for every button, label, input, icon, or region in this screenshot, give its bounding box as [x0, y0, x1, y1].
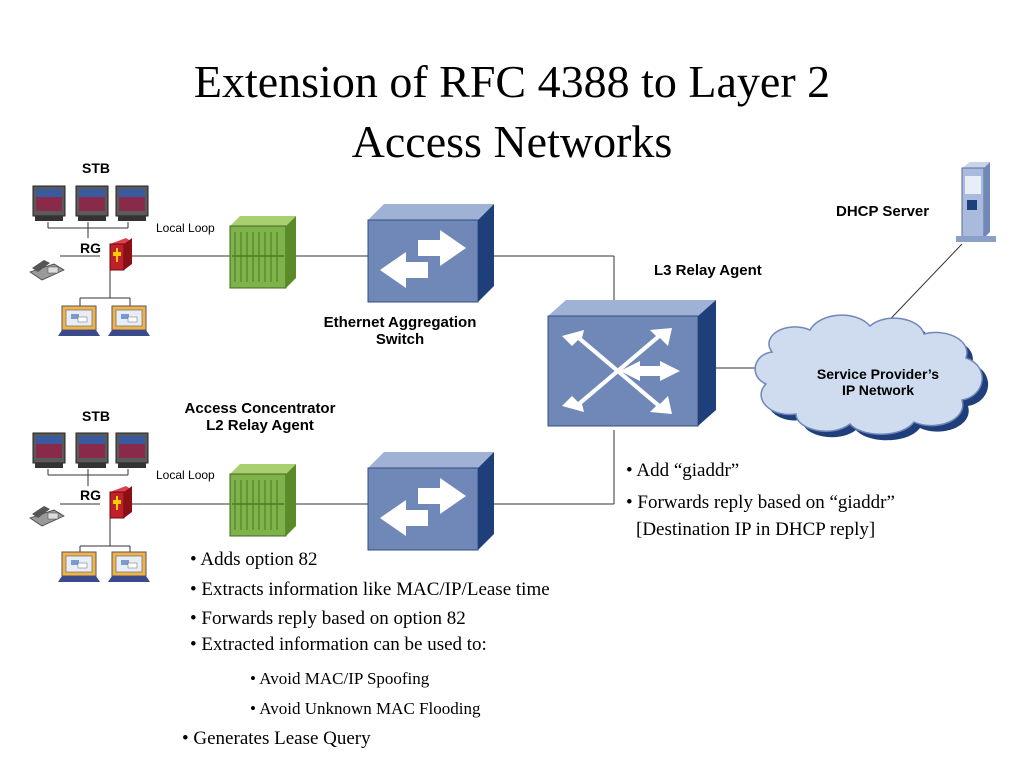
rg-label-top: RG — [80, 240, 101, 256]
dslam-icon — [229, 215, 297, 289]
dhcp-server-label: DHCP Server — [836, 203, 930, 220]
access-conc-line1: Access Concentrator — [184, 400, 336, 417]
laptop-icon — [107, 551, 151, 583]
page-title-line2: Access Networks — [351, 116, 673, 167]
l2-bullet: • Adds option 82 — [190, 549, 318, 570]
l3-bullet-continuation: [Destination IP in DHCP reply] — [636, 519, 876, 540]
eth-agg-label: Ethernet Aggregation Switch — [300, 314, 500, 348]
dslam-icon — [229, 463, 297, 537]
tv-icon — [115, 432, 149, 469]
switch-icon — [367, 203, 495, 303]
l3-bullet: • Forwards reply based on “giaddr” — [626, 492, 895, 513]
final-bullet: • Generates Lease Query — [182, 728, 371, 749]
server-icon — [956, 162, 996, 242]
tv-icon — [115, 185, 149, 222]
l2-bullet: • Extracted information can be used to: — [190, 634, 487, 655]
cloud-label-line2: IP Network — [841, 382, 915, 398]
l2-sub-bullet: • Avoid MAC/IP Spoofing — [250, 669, 430, 688]
l3-relay-label: L3 Relay Agent — [654, 262, 762, 279]
l3-bullet: • Add “giaddr” — [626, 460, 740, 481]
local-loop-label-bottom: Local Loop — [156, 468, 215, 482]
l2-sub-bullet: • Avoid Unknown MAC Flooding — [250, 699, 481, 718]
access-conc-label: Access Concentrator L2 Relay Agent — [160, 400, 360, 434]
access-conc-line2: L2 Relay Agent — [206, 417, 314, 434]
stb-label-top: STB — [82, 160, 110, 176]
stb-top-group — [32, 185, 149, 222]
laptop-icon — [57, 551, 101, 583]
rg-label-bottom: RG — [80, 487, 101, 503]
cloud-label: Service Provider’s IP Network — [782, 366, 974, 398]
phone-icon — [29, 259, 65, 281]
page-title-line1: Extension of RFC 4388 to Layer 2 — [193, 56, 831, 107]
laptop-icon — [57, 305, 101, 337]
local-loop-label-top: Local Loop — [156, 221, 215, 235]
stb-label-bottom: STB — [82, 408, 110, 424]
eth-agg-line1: Ethernet Aggregation — [323, 314, 477, 331]
l3-switch-icon — [547, 300, 716, 427]
switch-icon — [367, 451, 495, 551]
laptop-icon — [107, 305, 151, 337]
tv-icon — [75, 432, 109, 469]
cloud-icon — [754, 314, 989, 441]
cloud-label-line1: Service Provider’s — [816, 366, 940, 382]
router-icon — [109, 237, 133, 271]
stb-bottom-group — [32, 432, 149, 469]
l2-bullet: • Extracts information like MAC/IP/Lease… — [190, 579, 550, 600]
tv-icon — [32, 432, 66, 469]
phone-icon — [29, 505, 65, 527]
tv-icon — [32, 185, 66, 222]
router-icon — [109, 485, 133, 519]
eth-agg-line2: Switch — [375, 331, 425, 348]
l2-bullet: • Forwards reply based on option 82 — [190, 608, 466, 629]
tv-icon — [75, 185, 109, 222]
